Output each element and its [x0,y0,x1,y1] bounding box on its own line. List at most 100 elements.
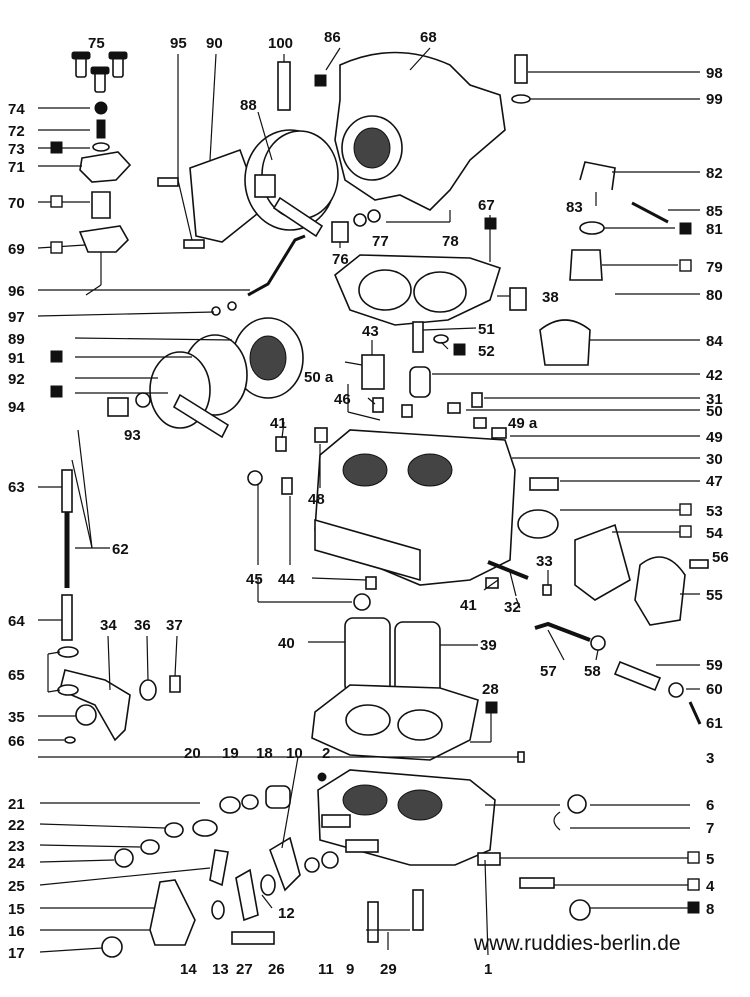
marker-squares [50,141,700,914]
washer-36 [139,679,157,701]
lever-13 [235,868,259,922]
throat-inner-68 [353,127,391,169]
nut-74 [94,101,108,115]
label-24: 24 [8,855,25,872]
diaphragm-54 [574,523,631,601]
washer-58 [590,635,606,651]
filled-marker-8 [687,901,700,914]
leader-lines [37,47,700,956]
plug-38 [509,287,527,311]
screw-49 [491,427,507,439]
screw-46 [372,397,384,413]
jet-41 [275,436,287,452]
label-70: 70 [8,195,25,212]
plug-94 [107,397,129,417]
label-23: 23 [8,838,25,855]
filled-marker-94 [50,385,63,398]
label-29: 29 [380,961,397,978]
label-45: 45 [246,571,263,588]
label-72: 72 [8,123,25,140]
washer-73 [92,142,110,152]
screw-set-75 [71,51,128,93]
marker-86 [314,74,327,87]
parts-drawing [57,51,709,958]
open-marker-70 [50,195,63,208]
label-92: 92 [8,371,25,388]
screw-98 [514,54,528,84]
filled-marker-67 [484,217,497,230]
screw-95-b [183,239,205,249]
washer-22 [164,822,184,838]
label-59: 59 [706,657,723,674]
gasket-28 [311,684,479,761]
body-throat-a [342,453,388,487]
label-8: 8 [706,901,714,918]
cover-71 [79,151,132,183]
label-4: 4 [706,878,715,895]
label-65: 65 [8,667,25,684]
lever-34 [59,669,131,742]
jet-47 [529,477,559,491]
label-55: 55 [706,587,723,604]
pin-85 [631,201,669,224]
washer-21 [192,819,218,837]
washer-20 [219,796,241,814]
label-90: 90 [206,35,223,52]
plug-76 [331,221,349,243]
clip-37 [169,675,181,693]
label-58: 58 [584,663,601,680]
label-3: 3 [706,750,714,767]
label-21: 21 [8,796,25,813]
label-86: 86 [324,29,341,46]
lever-15 [149,879,196,946]
filled-marker-52 [453,343,466,356]
label-20: 20 [184,745,201,762]
label-75: 75 [88,35,105,52]
label-49a: 49 a [508,415,538,432]
label-57: 57 [540,663,557,680]
open-marker-4 [687,878,700,891]
jet-51 [412,321,424,353]
label-28: 28 [482,681,499,698]
clip-97-b [227,301,237,311]
washer-14 [211,900,225,920]
label-33: 33 [536,553,553,570]
clip-66 [64,736,76,744]
label-69: 69 [8,241,25,258]
label-50: 50 [706,403,723,420]
pin-3 [517,751,525,763]
gasket-hole-b [413,271,467,313]
screw-27 [231,931,275,945]
label-91: 91 [8,350,25,367]
piece-43-arm [344,361,363,366]
washer-81 [579,221,605,235]
washer-99 [511,94,531,104]
cap-8 [569,899,591,921]
screw-95-a [157,177,179,187]
label-27: 27 [236,961,253,978]
base-throat-b [397,789,443,821]
label-36: 36 [134,617,151,634]
gasket-hole-a [358,269,412,311]
jet-33 [542,584,552,596]
label-63: 63 [8,479,25,496]
filled-marker-91 [50,350,63,363]
gasket-28-hole-a [345,704,391,736]
label-73: 73 [8,141,25,158]
label-95: 95 [170,35,187,52]
cover-55 [634,556,686,626]
label-9: 9 [346,961,354,978]
label-98: 98 [706,65,723,82]
label-76: 76 [332,251,349,268]
label-89: 89 [8,331,25,348]
label-93: 93 [124,427,141,444]
label-56: 56 [712,549,729,566]
open-marker-79 [679,259,692,272]
label-82: 82 [706,165,723,182]
screw-49a [473,417,487,429]
washer-19 [241,794,259,810]
label-26: 26 [268,961,285,978]
label-74: 74 [8,101,25,118]
label-88: 88 [240,97,257,114]
